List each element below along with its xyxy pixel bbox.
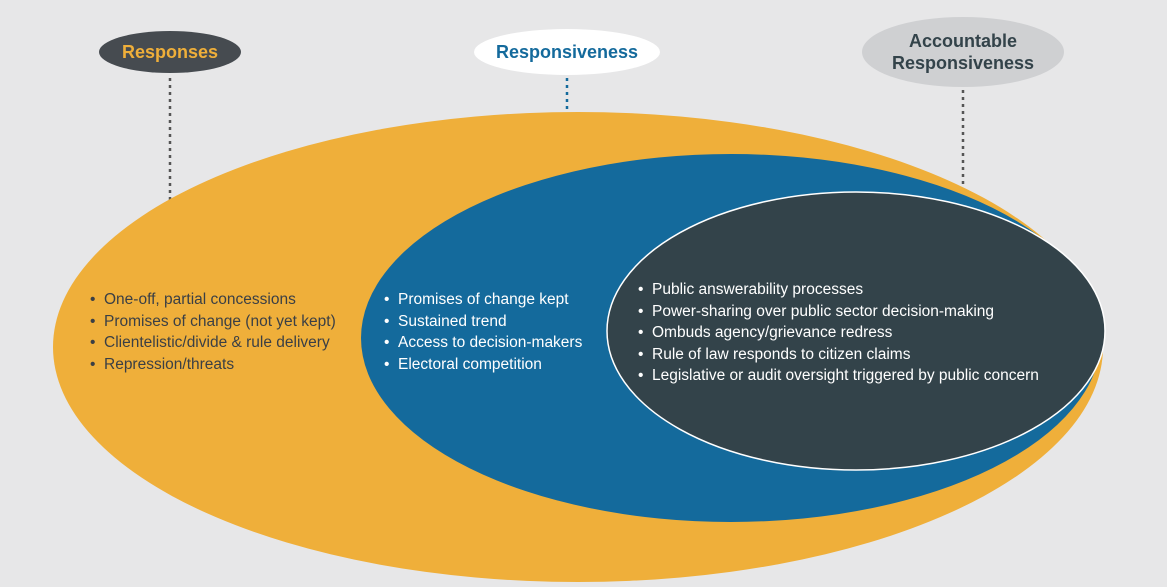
list-item: Public answerability processes bbox=[638, 279, 1039, 301]
list-item: Access to decision-makers bbox=[384, 332, 582, 354]
list-item: Clientelistic/divide & rule delivery bbox=[90, 332, 336, 354]
responsiveness-label: Responsiveness bbox=[495, 42, 639, 62]
responsiveness-pill bbox=[474, 29, 660, 75]
accountable-label-line1: Accountable bbox=[908, 31, 1018, 51]
responses-list: One-off, partial concessions Promises of… bbox=[90, 289, 336, 375]
accountable-label-line2: Responsiveness bbox=[891, 53, 1035, 73]
list-item: Promises of change kept bbox=[384, 289, 582, 311]
list-item: Ombuds agency/grievance redress bbox=[638, 322, 1039, 344]
list-item: Electoral competition bbox=[384, 354, 582, 376]
list-item: Repression/threats bbox=[90, 354, 336, 376]
list-item: Power-sharing over public sector decisio… bbox=[638, 301, 1039, 323]
responses-label: Responses bbox=[121, 42, 219, 62]
list-item: Legislative or audit oversight triggered… bbox=[638, 365, 1039, 387]
accountable-responsiveness-label: Accountable Responsiveness bbox=[862, 17, 1064, 87]
responsiveness-list: Promises of change kept Sustained trend … bbox=[384, 289, 582, 375]
accountable-responsiveness-list: Public answerability processes Power-sha… bbox=[638, 279, 1039, 387]
list-item: One-off, partial concessions bbox=[90, 289, 336, 311]
list-item: Sustained trend bbox=[384, 311, 582, 333]
responses-pill bbox=[99, 31, 241, 73]
list-item: Rule of law responds to citizen claims bbox=[638, 344, 1039, 366]
list-item: Promises of change (not yet kept) bbox=[90, 311, 336, 333]
accountable-responsiveness-pill bbox=[862, 17, 1064, 87]
